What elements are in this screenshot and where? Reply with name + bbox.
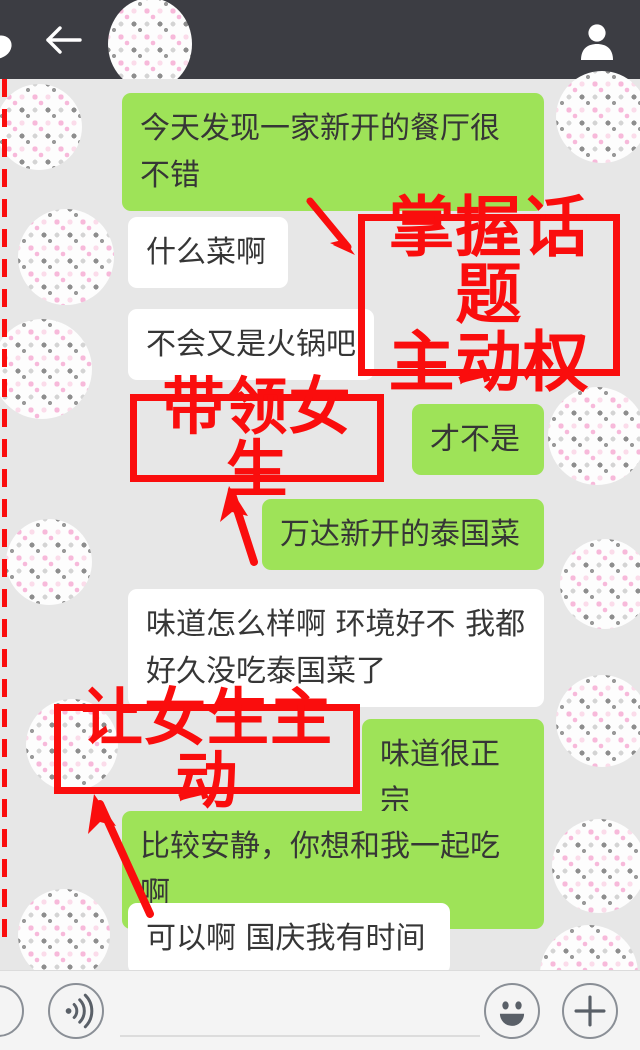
avatar	[6, 519, 92, 605]
footer-left-partial-button[interactable]	[0, 985, 24, 1037]
person-icon[interactable]	[576, 20, 618, 62]
annotation-line-1: 带领女生	[162, 369, 352, 506]
avatar	[556, 675, 640, 767]
add-attachment-button[interactable]	[562, 983, 618, 1039]
voice-record-button[interactable]	[48, 983, 104, 1039]
message-bubble[interactable]: 万达新开的泰国菜	[262, 499, 544, 570]
back-arrow-icon[interactable]	[46, 24, 82, 56]
message-bubble[interactable]: 可以啊 国庆我有时间	[128, 903, 450, 974]
avatar	[0, 84, 82, 170]
header-contact-avatar[interactable]	[108, 0, 192, 90]
avatar	[18, 889, 110, 981]
annotation-line-1: 掌握话题	[388, 189, 590, 334]
avatar	[560, 539, 640, 629]
annotation-box-grasp-topic: 掌握话题 主动权	[358, 194, 620, 396]
message-bubble[interactable]: 才不是	[412, 404, 544, 475]
message-list[interactable]: 今天发现一家新开的餐厅很不错 什么菜啊 不会又是火锅吧 才不是 万达新开的泰国菜…	[0, 71, 640, 1023]
message-bubble[interactable]: 什么菜啊	[128, 217, 288, 288]
avatar	[556, 71, 640, 163]
annotation-arrow-3	[88, 794, 154, 918]
message-input-bar	[0, 970, 640, 1050]
annotation-box-let-girl-initiate: 让女生主动	[54, 686, 360, 812]
annotation-arrow-1	[306, 197, 355, 255]
message-bubble[interactable]: 味道怎么样啊 环境好不 我都好久没吃泰国菜了	[128, 589, 544, 707]
avatar	[552, 819, 640, 913]
message-bubble[interactable]: 不会又是火锅吧	[128, 309, 374, 380]
message-bubble[interactable]: 今天发现一家新开的餐厅很不错	[122, 93, 544, 211]
avatar	[548, 387, 640, 485]
annotation-line-2: 主动权	[388, 323, 590, 401]
annotation-arrow-2	[220, 486, 258, 566]
message-input[interactable]	[120, 985, 480, 1037]
app-header	[0, 0, 640, 90]
left-dashed-rule	[2, 79, 7, 939]
header-left-partial-icon	[0, 32, 15, 62]
emoji-button[interactable]	[484, 983, 540, 1039]
avatar	[26, 699, 118, 791]
avatar	[0, 319, 92, 419]
avatar	[18, 209, 114, 305]
annotation-box-lead-girl: 带领女生	[130, 375, 384, 501]
annotation-line-1: 让女生主动	[80, 680, 333, 817]
